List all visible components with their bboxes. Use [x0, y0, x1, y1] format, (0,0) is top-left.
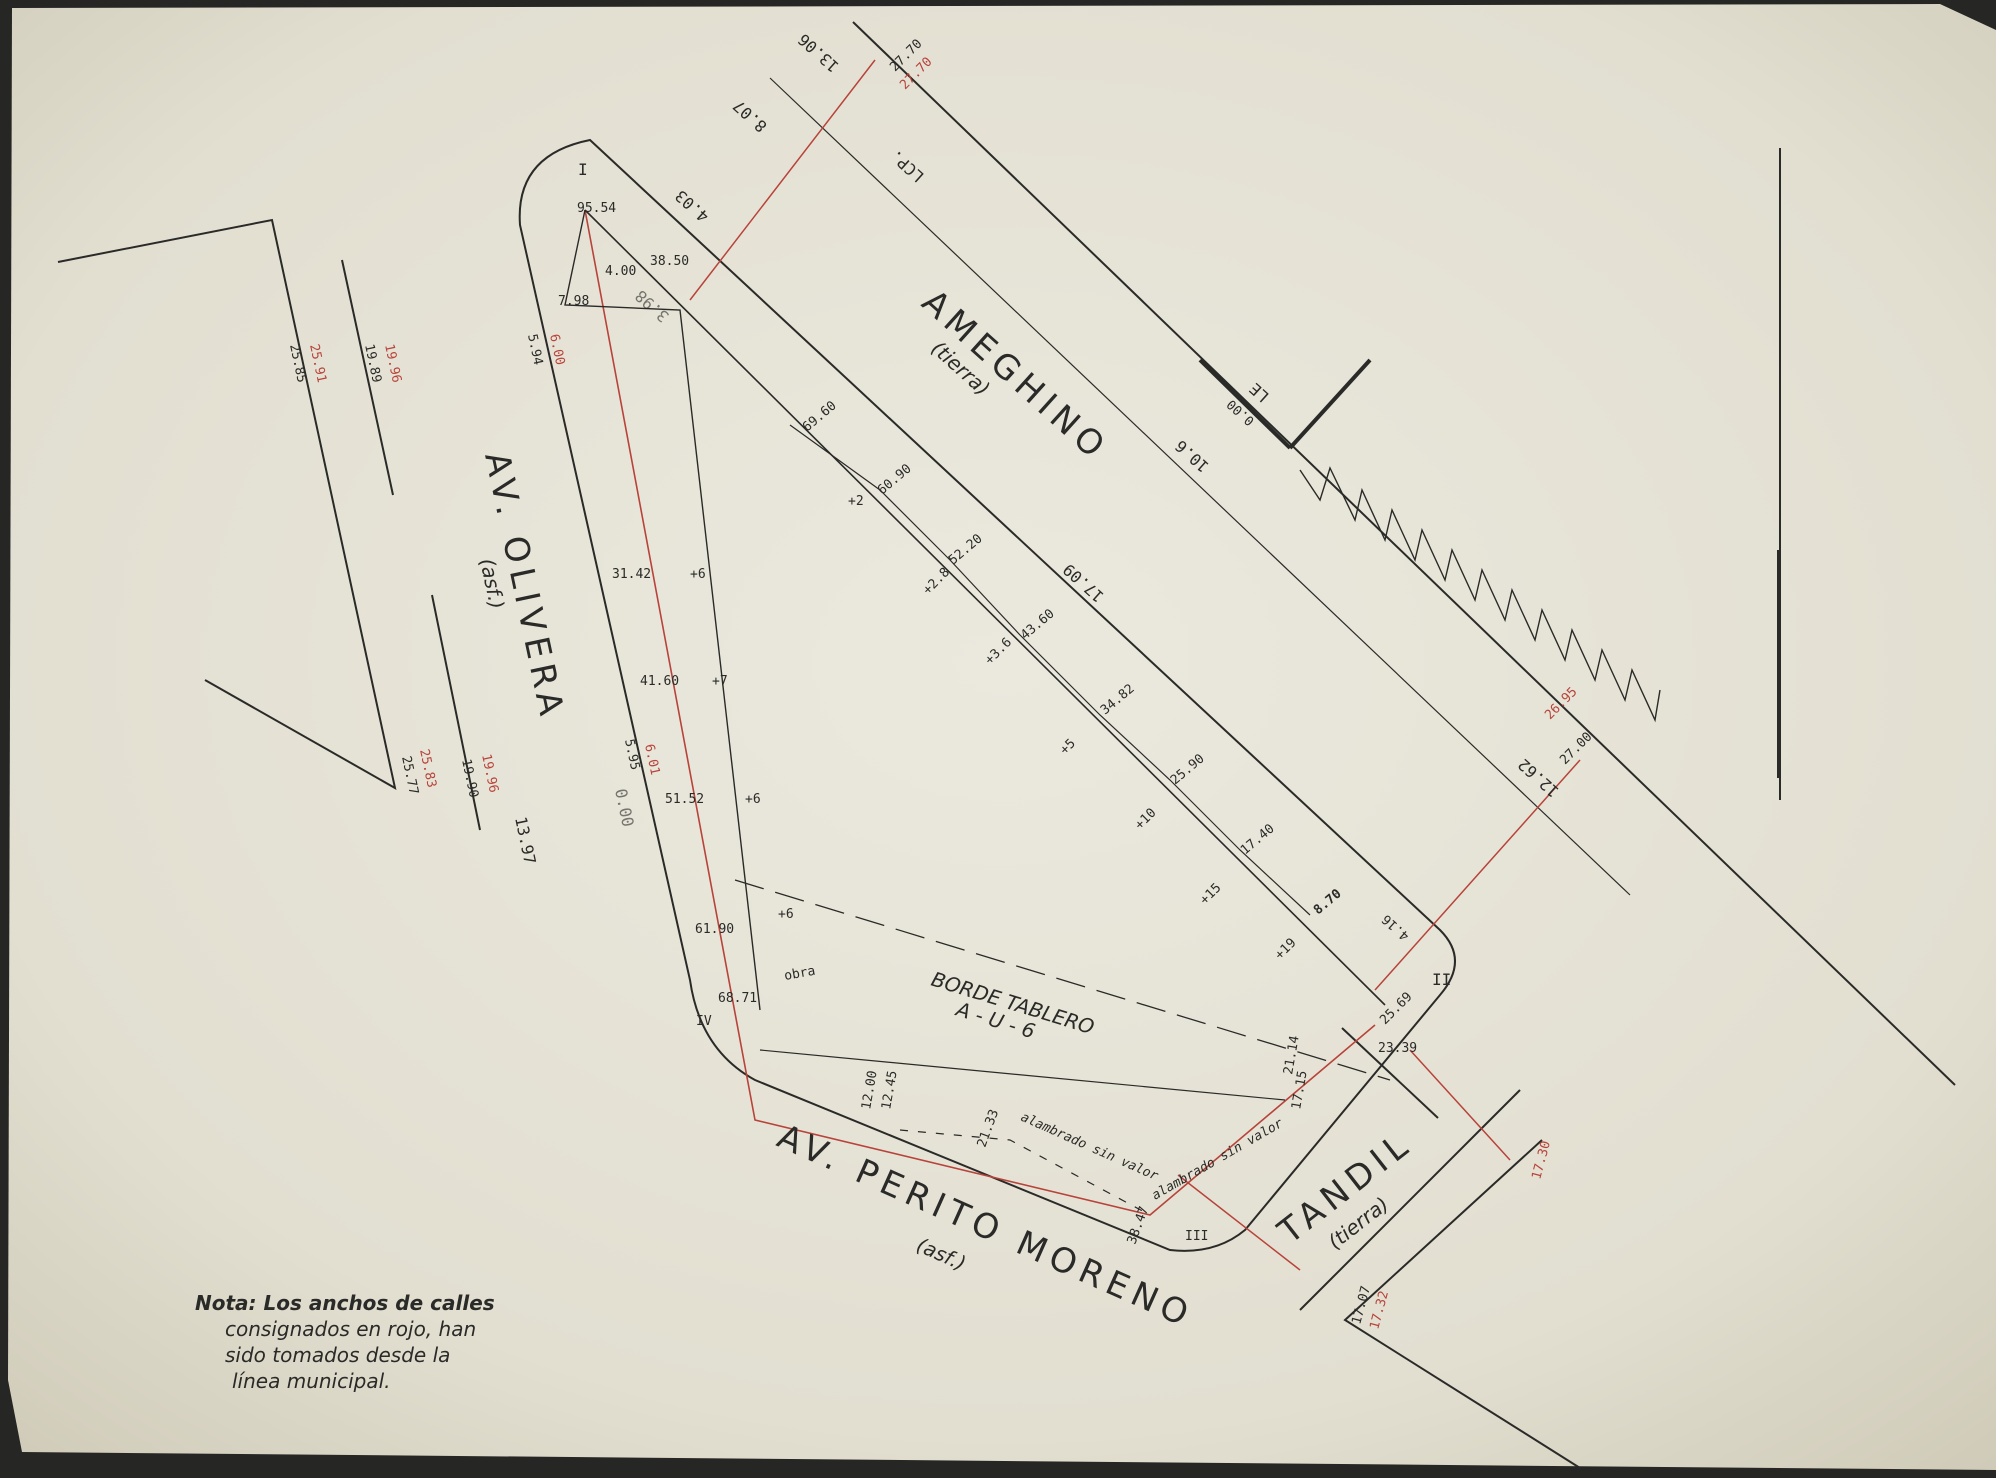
measure-plus-6-b: +6: [745, 792, 761, 807]
measure-68-71: 68.71: [718, 991, 757, 1006]
measure-61-90: 61.90: [695, 922, 734, 937]
measure-plus-2: +2: [848, 494, 864, 509]
measure-41-60: 41.60: [640, 674, 679, 689]
measure-6-01: 6.01: [641, 743, 662, 777]
paper-sheet: [8, 4, 1996, 1470]
measure-4-00: 4.00: [605, 264, 636, 279]
measure-23-39: 23.39: [1378, 1041, 1417, 1056]
vertex-1: I: [578, 160, 588, 179]
parcel-polygon: [564, 209, 1391, 1216]
label-obra: obra: [783, 964, 816, 984]
measure-21-14: 21.14: [1281, 1034, 1303, 1075]
note-line-3: sido tomados desde la: [225, 1343, 450, 1367]
measure-plus-6-c: +6: [778, 907, 794, 922]
measure-17-15: 17.15: [1289, 1070, 1311, 1111]
measure-95-54: 95.54: [577, 201, 616, 216]
survey-note: Nota: Los anchos de calles consignados e…: [195, 1291, 495, 1393]
measure-plus-6-a: +6: [690, 567, 706, 582]
measure-7-98: 7.98: [558, 294, 589, 309]
tandil-lines: [1299, 1027, 1581, 1469]
measure-51-52: 51.52: [665, 792, 704, 807]
note-line-1: Nota: Los anchos de calles: [195, 1291, 495, 1315]
measure-5-95: 5.95: [621, 738, 642, 772]
vertex-2: II: [1432, 970, 1451, 989]
vertex-4: IV: [696, 1014, 712, 1029]
vertex-3: III: [1185, 1229, 1208, 1244]
red-offsets: [689, 59, 1581, 1271]
measure-5-94: 5.94: [524, 333, 545, 367]
measure-6-00: 6.00: [546, 333, 567, 367]
note-line-2: consignados en rojo, han: [225, 1317, 476, 1341]
measure-12-45: 12.45: [879, 1070, 901, 1111]
note-line-4: línea municipal.: [232, 1369, 391, 1393]
measure-12-00: 12.00: [859, 1070, 881, 1111]
ameghino-lines: [769, 21, 1956, 1086]
olivera-lines: [57, 218, 481, 831]
measure-38-50: 38.50: [650, 254, 689, 269]
block-outline: [518, 138, 1456, 1252]
measure-31-42: 31.42: [612, 567, 651, 582]
measure-plus-7: +7: [712, 674, 728, 689]
margin-lines: [1777, 148, 1781, 800]
